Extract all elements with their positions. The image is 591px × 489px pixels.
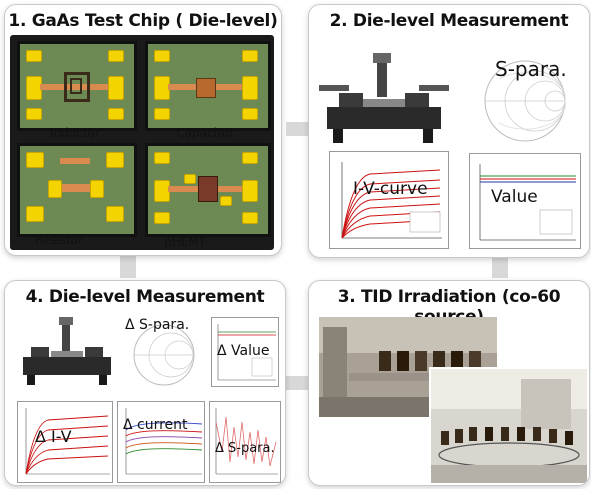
panel-title: 2. Die-level Measurement [329, 11, 569, 31]
smith-chart [123, 315, 205, 387]
chip-label-phemt: pHEMT [164, 235, 206, 249]
label-iv-curve: I-V-curve [353, 179, 428, 199]
label-value: Value [491, 187, 538, 207]
iv-curve-plot [329, 151, 449, 249]
panel-gaas-test-chip: 1. GaAs Test Chip ( Die-level) Inductor … [4, 4, 282, 256]
label-delta-value: Δ Value [217, 343, 270, 359]
value-plot [469, 153, 581, 249]
connector-top [286, 122, 308, 136]
label-delta-s-para-2: Δ S-para. [215, 441, 275, 456]
label-delta-current: Δ current [123, 417, 188, 433]
panel-die-level-measurement-after: 4. Die-level Measurement Δ S-para. [4, 280, 286, 486]
connector-right [492, 256, 508, 278]
connector-bottom [286, 376, 308, 390]
delta-current-plot [117, 401, 205, 483]
delta-s-para-plot [209, 401, 281, 483]
chip-capacitor-image [145, 41, 271, 131]
label-s-para: S-para. [495, 57, 567, 81]
panel-title: 4. Die-level Measurement [25, 287, 265, 307]
delta-iv-plot [17, 401, 113, 483]
chip-phemt-image [145, 143, 271, 237]
chip-inductor-image [17, 41, 137, 131]
irradiation-room-photo-2 [429, 367, 589, 485]
probe-station-photo [17, 315, 117, 387]
chip-label-inductor: Inductor [50, 126, 100, 140]
label-delta-s-para: Δ S-para. [125, 317, 190, 333]
panel-die-level-measurement: 2. Die-level Measurement S-para. [308, 4, 590, 258]
delta-value-plot [211, 317, 279, 387]
chip-resistor-image [17, 143, 137, 237]
panel-title: 1. GaAs Test Chip ( Die-level) [8, 11, 278, 31]
chip-label-resistor: Resistor [35, 233, 83, 247]
probe-station-photo [319, 49, 449, 145]
label-delta-iv: Δ I-V [35, 427, 72, 446]
connector-left [120, 256, 136, 278]
chip-label-capacitor: Capacitor [176, 126, 234, 140]
panel-tid-irradiation: 3. TID Irradiation (co-60 source) [308, 280, 590, 486]
smith-chart [469, 49, 581, 145]
